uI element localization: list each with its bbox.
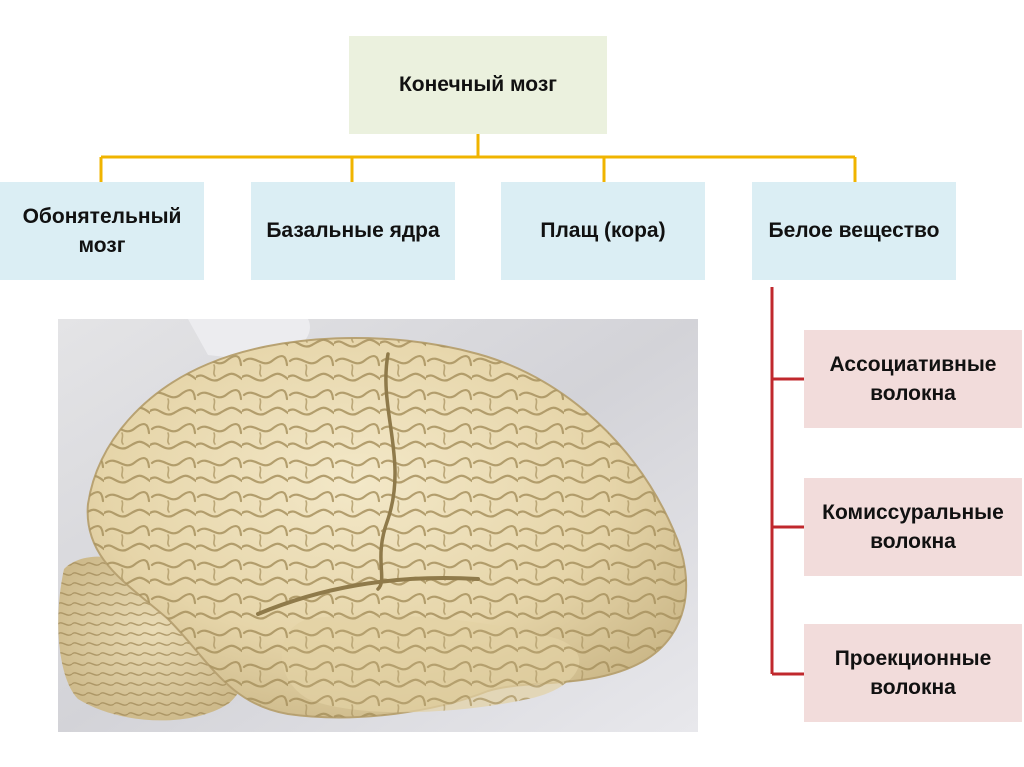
root-node-box: Конечный мозг — [349, 36, 607, 134]
category-label-line: Базальные ядра — [266, 219, 440, 243]
fiber-projection: Проекционные волокна — [804, 624, 1022, 722]
fiber-label-line: Ассоциативные — [829, 352, 997, 376]
category-basal-nuclei: Базальные ядра — [251, 182, 455, 280]
category-cortex: Плащ (кора) — [501, 182, 705, 280]
fiber-label-line: волокна — [870, 382, 956, 405]
category-label-line: Белое вещество — [768, 219, 940, 243]
lateral-sulcus — [256, 576, 480, 616]
root-node-label: Конечный мозг — [398, 73, 558, 97]
central-sulcus — [376, 352, 397, 591]
fiber-label-line: Проекционные — [834, 646, 992, 670]
fiber-association: Ассоциативные волокна — [804, 330, 1022, 428]
fiber-commissural: Комиссуральные волокна — [804, 478, 1022, 576]
fiber-label-line: волокна — [870, 676, 956, 699]
category-label-line: Обонятельный — [22, 204, 182, 228]
fiber-label-line: волокна — [870, 530, 956, 553]
category-olfactory-brain: Обонятельный мозг — [0, 182, 204, 280]
category-white-matter: Белое вещество — [752, 182, 956, 280]
brain-photo — [58, 319, 698, 732]
fiber-connectors — [770, 287, 804, 676]
root-connectors — [99, 134, 857, 182]
category-label-line: Плащ (кора) — [540, 219, 666, 243]
category-label-line: мозг — [78, 234, 126, 257]
fiber-label-line: Комиссуральные — [822, 500, 1004, 524]
